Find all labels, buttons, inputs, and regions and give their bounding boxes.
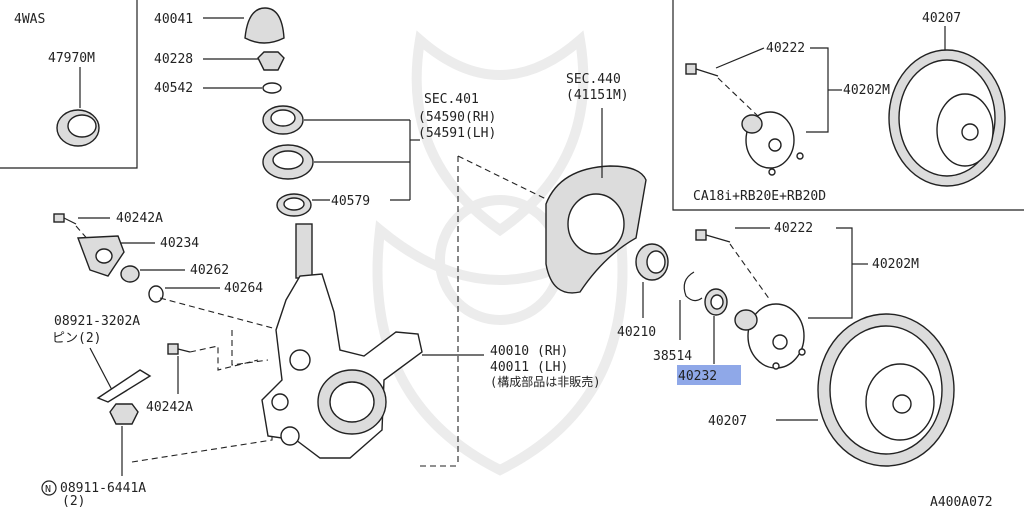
label-40542[interactable]: 40542 <box>154 81 193 96</box>
label-40579[interactable]: 40579 <box>331 194 370 209</box>
label-40207[interactable]: 40207 <box>708 414 747 429</box>
label-40232[interactable]: 40232 <box>678 369 717 384</box>
hub-bolt-main <box>695 229 731 243</box>
disc-rotor-main-icon <box>817 313 955 467</box>
inset-4was-label: 4WAS <box>14 12 45 27</box>
washer-icon <box>262 82 282 94</box>
label-40010[interactable]: 40010 (RH) <box>490 344 568 359</box>
label-40228[interactable]: 40228 <box>154 52 193 67</box>
bolt-icon-bottom <box>167 343 179 355</box>
sec401-title: SEC.401 <box>424 92 479 107</box>
label-40202M[interactable]: 40202M <box>872 257 919 272</box>
inner-bearing-icon <box>262 144 314 180</box>
cotter-pin-icon <box>96 369 152 403</box>
hub-bolt-inset <box>685 63 719 77</box>
dust-cap-icon <box>244 7 285 44</box>
o-ring-icon <box>148 285 164 303</box>
label-40041[interactable]: 40041 <box>154 12 193 27</box>
label-40210[interactable]: 40210 <box>617 325 656 340</box>
outer-bearing-icon <box>262 105 304 135</box>
spacer-icon <box>120 265 140 283</box>
inset-part-40222[interactable]: 40222 <box>766 41 805 56</box>
inset-caption: CA18i+RB20E+RB20D <box>693 189 826 204</box>
label-40262[interactable]: 40262 <box>190 263 229 278</box>
label-38514[interactable]: 38514 <box>653 349 692 364</box>
bolt-icon-top <box>53 213 65 223</box>
hub-inset <box>741 111 804 176</box>
label-40010-note: (構成部品は非販売) <box>490 374 600 389</box>
label-40222[interactable]: 40222 <box>774 221 813 236</box>
dust-shield-icon <box>545 165 647 294</box>
label-08921-sub: ピン(2) <box>52 331 101 346</box>
sec401-lh[interactable]: (54591(LH) <box>418 126 496 141</box>
sec440-title: SEC.440 <box>566 72 621 87</box>
part-47970M[interactable]: 47970M <box>48 51 95 66</box>
label-40242A-bottom[interactable]: 40242A <box>146 400 193 415</box>
label-08921-3202A[interactable]: 08921-3202A <box>54 314 140 329</box>
snap-ring-icon <box>683 271 703 302</box>
sec440-sub[interactable]: (41151M) <box>566 88 629 103</box>
gear-ring-47970M <box>56 109 100 147</box>
label-40264[interactable]: 40264 <box>224 281 263 296</box>
label-40011[interactable]: 40011 (LH) <box>490 360 568 375</box>
oil-seal-icon <box>704 288 728 316</box>
nut-icon <box>257 51 285 71</box>
inset-4was: 4WAS 47970M <box>0 0 138 169</box>
steering-knuckle-icon <box>261 223 423 459</box>
diagram-code: A400A072 <box>930 495 993 510</box>
inset-part-40202M[interactable]: 40202M <box>843 83 890 98</box>
castle-nut-icon <box>109 403 139 425</box>
disc-rotor-inset <box>888 49 1006 187</box>
label-40234[interactable]: 40234 <box>160 236 199 251</box>
label-08911-prefix: N <box>45 484 51 495</box>
part-group-left: 40242A 40234 40262 40264 08921-3202A ピン(… <box>41 211 281 509</box>
wheel-bearing-icon <box>635 243 669 281</box>
label-08911-6441A[interactable]: 08911-6441A <box>60 481 146 496</box>
sec401-rh[interactable]: (54590(RH) <box>418 110 496 125</box>
part-group-upper-stack: 40041 40228 40542 SEC.401 (54590(RH) (54… <box>154 7 496 217</box>
highlight-40232 <box>677 365 741 385</box>
hub-main-icon <box>734 303 806 370</box>
label-40242A-top[interactable]: 40242A <box>116 211 163 226</box>
inset-part-40207[interactable]: 40207 <box>922 11 961 26</box>
label-08911-sub: (2) <box>62 494 85 509</box>
inset-ca18i: 40222 40202M 40207 CA18i+RB20E+RB20D <box>672 0 1024 211</box>
grease-seal-icon <box>276 193 312 217</box>
